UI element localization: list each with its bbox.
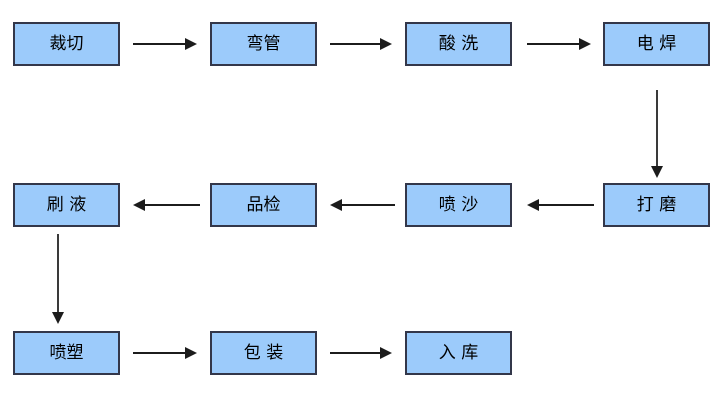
process-node-wanguan[interactable]: 弯管 [210, 22, 317, 66]
arrow-suanxi-to-dianhan-head [579, 38, 591, 50]
arrow-caiqie-to-wanguan-head [185, 38, 197, 50]
process-node-pinjian[interactable]: 品检 [210, 183, 317, 227]
process-node-suanxi[interactable]: 酸 洗 [405, 22, 512, 66]
arrow-caiqie-to-wanguan-line [133, 43, 185, 45]
arrow-shuaye-to-pensu-line [57, 234, 59, 312]
process-node-ruku[interactable]: 入 库 [405, 331, 512, 375]
arrow-suanxi-to-dianhan-line [527, 43, 579, 45]
arrow-shuaye-to-pensu-head [52, 312, 64, 324]
process-node-damo[interactable]: 打 磨 [603, 183, 710, 227]
arrow-wanguan-to-suanxi-head [380, 38, 392, 50]
arrow-baozhuang-to-ruku-line [330, 352, 380, 354]
process-node-pensha[interactable]: 喷 沙 [405, 183, 512, 227]
arrow-dianhan-to-damo-line [656, 90, 658, 166]
arrow-damo-to-pensha-head [527, 199, 539, 211]
arrow-pinjian-to-shuaye-head [133, 199, 145, 211]
process-node-shuaye[interactable]: 刷 液 [13, 183, 120, 227]
arrow-pensu-to-baozhuang-head [185, 347, 197, 359]
process-node-caiqie[interactable]: 裁切 [13, 22, 120, 66]
process-node-dianhan[interactable]: 电 焊 [603, 22, 710, 66]
process-node-baozhuang[interactable]: 包 装 [210, 331, 317, 375]
arrow-pensha-to-pinjian-line [342, 204, 395, 206]
arrow-pensha-to-pinjian-head [330, 199, 342, 211]
arrow-pensu-to-baozhuang-line [133, 352, 185, 354]
process-node-pensu[interactable]: 喷塑 [13, 331, 120, 375]
arrow-dianhan-to-damo-head [651, 166, 663, 178]
arrow-damo-to-pensha-line [539, 204, 594, 206]
arrow-wanguan-to-suanxi-line [330, 43, 380, 45]
arrow-baozhuang-to-ruku-head [380, 347, 392, 359]
arrow-pinjian-to-shuaye-line [145, 204, 200, 206]
